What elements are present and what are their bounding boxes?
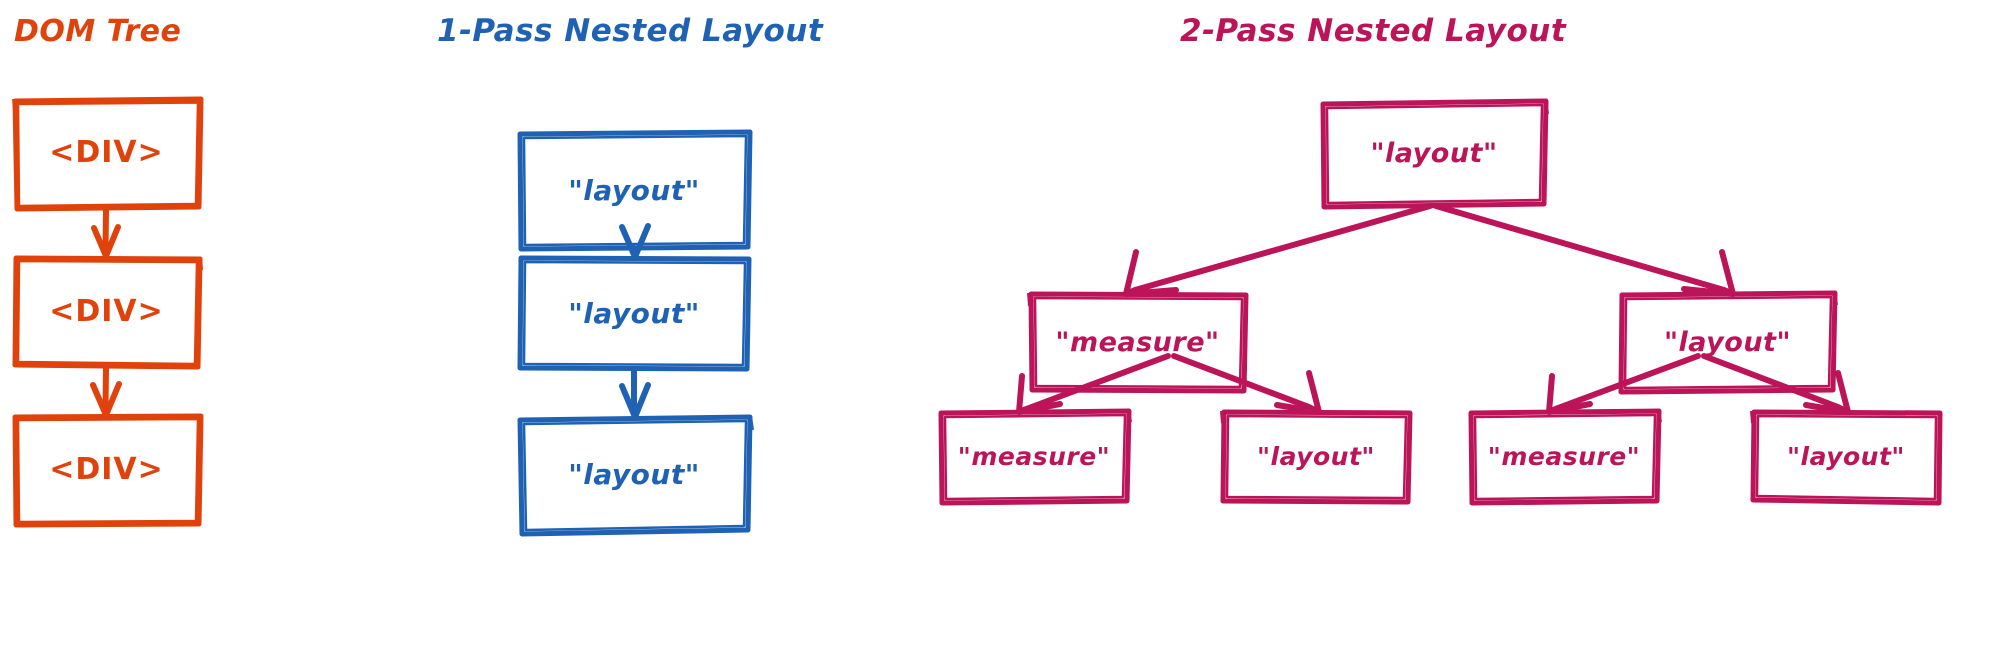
sketch-box-outline [1320,98,1549,210]
column-title-two-pass-nested-layout: 2-Pass Nested Layout [1180,13,1567,49]
crimson-leaf-measure-1[interactable]: "measure" [938,408,1132,506]
sketch-box-outline [12,96,204,212]
dom-node-div-2[interactable]: <DIV> [12,255,203,370]
sketch-box-outline [1220,409,1413,505]
node-label: "layout" [1787,441,1905,471]
sketch-box-outline [1468,408,1662,506]
sketch-box-outline [12,413,204,528]
node-label: "measure" [957,441,1111,471]
edge-root-to-measure-left [1123,203,1433,297]
node-label: "layout" [568,173,700,207]
sketch-box-outline [517,129,753,252]
column-title-one-pass-nested-layout: 1-Pass Nested Layout [437,13,824,49]
sketch-box-outline [1618,290,1838,395]
blue-node-layout-1[interactable]: "layout" [517,129,753,252]
sketch-box-outline [938,408,1132,506]
sketch-box-outline [1027,291,1249,394]
crimson-leaf-measure-2[interactable]: "measure" [1468,408,1662,506]
node-label: "layout" [568,457,700,491]
node-label: "measure" [1055,326,1220,358]
node-label: <DIV> [49,451,164,487]
dom-node-div-1[interactable]: <DIV> [12,96,204,212]
sketch-box-outline [517,414,754,537]
edge-dom-1-to-dom-2 [91,207,121,259]
crimson-node-root-layout[interactable]: "layout" [1320,98,1549,210]
node-label: <DIV> [49,134,164,170]
edge-dom-2-to-dom-3 [90,365,122,418]
blue-node-layout-3[interactable]: "layout" [517,414,754,537]
edge-root-to-layout-right [1433,203,1736,297]
sketch-box-outline [1750,409,1943,506]
column-title-dom-tree: DOM Tree [14,14,182,49]
crimson-leaf-layout-2[interactable]: "layout" [1750,409,1943,506]
crimson-node-measure-left[interactable]: "measure" [1027,291,1249,394]
blue-node-layout-2[interactable]: "layout" [517,255,752,372]
node-label: <DIV> [49,293,164,329]
node-label: "measure" [1487,441,1641,471]
edge-blue-2-to-blue-3 [619,367,651,420]
node-label: "layout" [1370,137,1498,169]
sketch-box-outline [12,255,203,370]
node-label: "layout" [1257,441,1375,471]
node-label: "layout" [1663,326,1792,358]
sketch-box-outline [517,255,752,372]
node-label: "layout" [568,296,700,330]
crimson-leaf-layout-1[interactable]: "layout" [1220,409,1413,505]
dom-node-div-3[interactable]: <DIV> [12,413,204,528]
crimson-node-layout-right[interactable]: "layout" [1618,290,1838,395]
